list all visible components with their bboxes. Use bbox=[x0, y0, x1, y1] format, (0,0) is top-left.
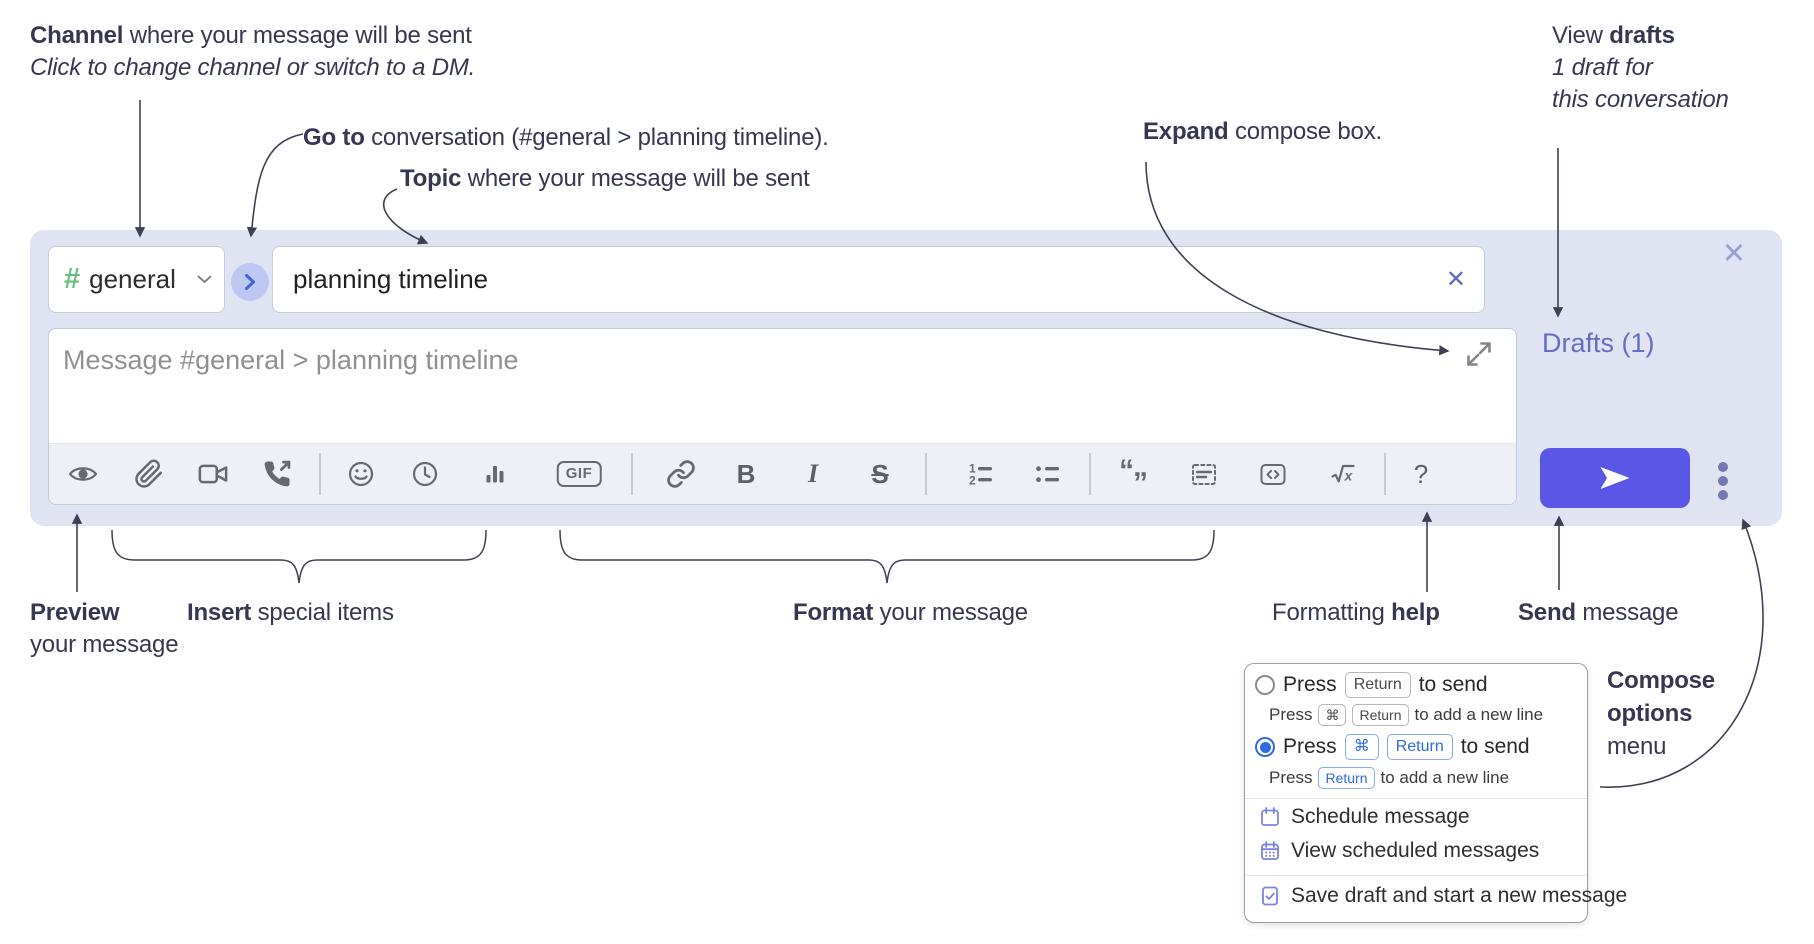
spoiler-icon[interactable] bbox=[1189, 459, 1219, 489]
menu-item-schedule-message[interactable]: Schedule message bbox=[1259, 805, 1470, 829]
topic-input[interactable]: planning timeline ✕ bbox=[272, 246, 1485, 313]
strikethrough-icon[interactable]: S bbox=[871, 459, 889, 489]
gif-icon[interactable]: GIF bbox=[556, 461, 602, 487]
annotation-format: Format your message bbox=[793, 599, 1028, 626]
svg-text:x: x bbox=[1344, 468, 1354, 484]
toolbar-divider bbox=[319, 453, 321, 495]
math-icon[interactable]: x bbox=[1328, 459, 1358, 489]
arrow-go-to bbox=[246, 133, 304, 238]
chevron-down-icon bbox=[197, 275, 212, 283]
radio-unselected-icon[interactable] bbox=[1255, 675, 1275, 695]
annotation-preview: Preview your message bbox=[30, 599, 179, 658]
send-button[interactable] bbox=[1540, 448, 1690, 508]
toolbar-divider bbox=[1089, 453, 1091, 495]
message-box[interactable]: Message #general > planning timeline bbox=[48, 328, 1517, 505]
cmd-key-chip: ⌘ bbox=[1318, 704, 1347, 726]
toolbar-divider bbox=[925, 453, 927, 495]
annotation-channel-rest: where your message will be sent bbox=[123, 22, 472, 49]
attach-file-icon[interactable] bbox=[134, 459, 164, 489]
channel-selector[interactable]: # general bbox=[48, 246, 225, 313]
return-key-chip: Return bbox=[1318, 767, 1375, 789]
emoji-icon[interactable] bbox=[346, 459, 376, 489]
menu-divider bbox=[1245, 798, 1587, 799]
toolbar-divider bbox=[1384, 453, 1386, 495]
audio-call-icon[interactable] bbox=[262, 459, 292, 489]
annotation-channel: Channel where your message will be sent … bbox=[30, 20, 475, 84]
channel-hash-icon: # bbox=[64, 263, 81, 295]
video-call-icon[interactable] bbox=[198, 459, 228, 489]
annotation-topic: Topic where your message will be sent bbox=[400, 165, 810, 192]
toolbar-divider bbox=[631, 453, 633, 495]
compose-options-menu-icon[interactable] bbox=[1718, 462, 1728, 500]
poll-icon[interactable] bbox=[480, 459, 510, 489]
svg-text:„: „ bbox=[1133, 459, 1148, 483]
annotation-send: Send message bbox=[1518, 599, 1679, 626]
menu-item-save-draft[interactable]: Save draft and start a new message bbox=[1259, 884, 1627, 908]
close-compose-icon[interactable]: ✕ bbox=[1721, 238, 1746, 270]
annotation-view-drafts: View drafts 1 draft for this conversatio… bbox=[1552, 22, 1729, 113]
annotation-expand: Expand compose box. bbox=[1143, 118, 1382, 145]
annotation-go-to: Go to conversation (#general > planning … bbox=[303, 124, 829, 151]
radio-selected-icon[interactable] bbox=[1255, 737, 1275, 757]
send-option-return[interactable]: Press Return to send bbox=[1255, 672, 1488, 698]
svg-text:“: “ bbox=[1119, 459, 1134, 487]
send-option-cmd-return-sub: Press Return to add a new line bbox=[1269, 767, 1510, 789]
compose-box: # general planning timeline ✕ ✕ Message … bbox=[30, 230, 1782, 526]
message-placeholder: Message #general > planning timeline bbox=[63, 345, 519, 375]
brace-insert bbox=[111, 529, 487, 584]
annotation-formatting-help: Formatting help bbox=[1272, 599, 1440, 626]
calendar-icon bbox=[1261, 807, 1279, 826]
annotation-insert: Insert special items bbox=[187, 599, 394, 626]
chevron-right-icon bbox=[245, 274, 255, 290]
return-key-chip: Return bbox=[1386, 734, 1453, 760]
preview-eye-icon[interactable] bbox=[68, 459, 98, 489]
bulleted-list-icon[interactable] bbox=[1033, 459, 1063, 489]
go-to-conversation-button[interactable] bbox=[231, 263, 269, 301]
brace-format bbox=[559, 529, 1215, 584]
code-icon[interactable] bbox=[1258, 459, 1288, 489]
calendar-grid-icon bbox=[1261, 841, 1279, 860]
menu-divider bbox=[1245, 875, 1587, 876]
expand-compose-icon[interactable] bbox=[1464, 339, 1494, 374]
drafts-link[interactable]: Drafts (1) bbox=[1542, 328, 1655, 358]
topic-value: planning timeline bbox=[293, 264, 489, 294]
clear-topic-icon[interactable]: ✕ bbox=[1445, 265, 1466, 293]
cmd-key-chip: ⌘ bbox=[1344, 734, 1379, 760]
return-key-chip: Return bbox=[1352, 704, 1409, 726]
annotation-channel-sub: Click to change channel or switch to a D… bbox=[30, 54, 476, 81]
svg-text:2: 2 bbox=[969, 474, 976, 488]
link-icon[interactable] bbox=[666, 459, 696, 489]
send-option-cmd-return[interactable]: Press ⌘ Return to send bbox=[1255, 734, 1530, 760]
svg-text:1: 1 bbox=[969, 462, 976, 476]
bold-icon[interactable]: B bbox=[736, 459, 756, 489]
send-option-return-sub: Press ⌘ Return to add a new line bbox=[1269, 704, 1544, 726]
send-icon bbox=[1600, 467, 1630, 489]
compose-options-menu: Press Return to send Press ⌘ Return to a… bbox=[1244, 663, 1627, 923]
channel-name: general bbox=[89, 264, 176, 294]
quote-icon[interactable]: “„ bbox=[1119, 459, 1153, 489]
time-icon[interactable] bbox=[410, 459, 440, 489]
help-icon[interactable]: ? bbox=[1413, 459, 1429, 489]
annotation-compose-options: Compose options menu bbox=[1607, 667, 1715, 760]
annotation-channel-bold: Channel bbox=[30, 22, 124, 49]
italic-icon[interactable]: I bbox=[807, 459, 819, 488]
draft-check-icon bbox=[1262, 886, 1278, 906]
return-key-chip: Return bbox=[1344, 672, 1411, 698]
menu-item-view-scheduled[interactable]: View scheduled messages bbox=[1259, 839, 1539, 863]
